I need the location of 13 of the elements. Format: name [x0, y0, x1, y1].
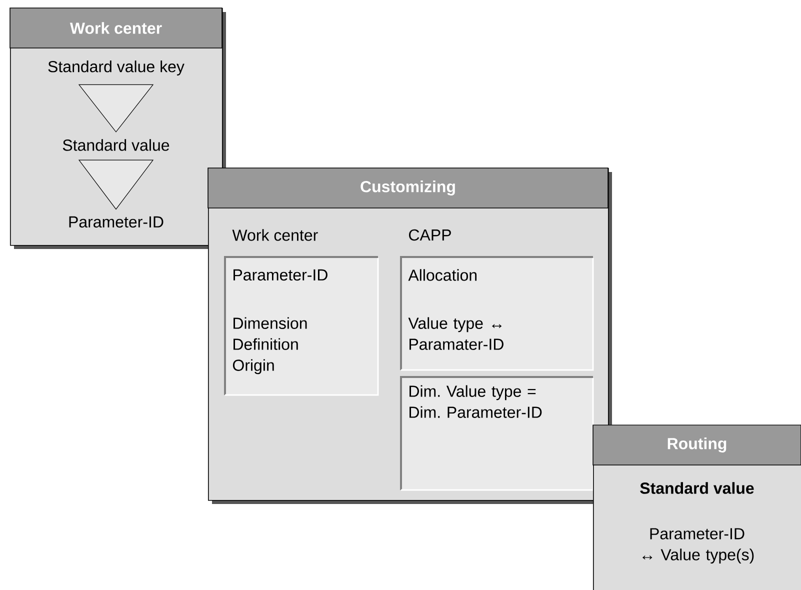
node-label: CAPP: [409, 229, 451, 241]
node-label: Parameter-ID: [234, 269, 328, 281]
label-text: Standard value key: [48, 60, 184, 76]
label-text: Standard value: [62, 139, 170, 151]
panel: Routing Standard value Parameter-ID ↔ Value type(s): [592, 424, 801, 590]
node-label: Work center: [232, 229, 318, 241]
node-label: Allocation: [408, 269, 477, 281]
label-text: Parameter-ID: [69, 216, 164, 228]
list-box: Work center Parameter-ID Dimension Definition Origin: [224, 229, 379, 396]
list-box: CAPP Allocation Value type ↔ Paramater-ID: [400, 229, 594, 371]
list-box: Dim. Value type = Dim. Parameter-ID: [400, 376, 594, 491]
node-label: Dimension Definition Origin: [232, 317, 307, 374]
node-label: Value type ↔ Paramater-ID: [408, 317, 504, 350]
